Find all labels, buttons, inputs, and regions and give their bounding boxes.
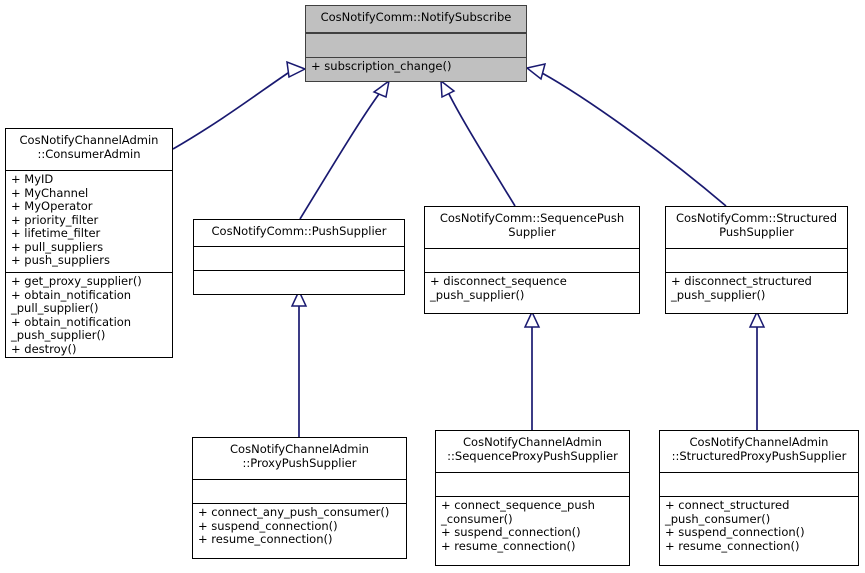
class-name-structured-proxy-push-supplier: CosNotifyChannelAdmin ::StructuredProxyP… xyxy=(671,435,847,463)
class-attributes-structured-proxy-push-supplier xyxy=(660,472,858,496)
class-attributes-sequence-proxy-push-supplier xyxy=(436,472,629,496)
class-operations-push-supplier xyxy=(194,270,404,294)
class-name-push-supplier: CosNotifyComm::PushSupplier xyxy=(211,224,387,238)
class-box-structured-proxy-push-supplier[interactable]: CosNotifyChannelAdmin ::StructuredProxyP… xyxy=(659,430,859,566)
class-attributes-notify-subscribe xyxy=(306,33,526,57)
edge-sequence-push-supplier-to-notify-subscribe xyxy=(440,79,516,207)
class-name-structured-push-supplier: CosNotifyComm::Structured PushSupplier xyxy=(675,211,838,239)
class-name-sequence-push-supplier: CosNotifyComm::SequencePush Supplier xyxy=(439,211,625,239)
class-attributes-sequence-push-supplier xyxy=(425,248,639,272)
class-operations-consumer-admin: + get_proxy_supplier() + obtain_notifica… xyxy=(6,272,172,357)
class-attributes-proxy-push-supplier xyxy=(193,479,406,503)
edge-push-supplier-to-notify-subscribe xyxy=(299,79,391,220)
edge-sequence-proxy-to-sequence-push-supplier xyxy=(523,310,541,430)
class-operations-notify-subscribe: + subscription_change() xyxy=(306,57,526,81)
class-attributes-push-supplier xyxy=(194,246,404,270)
edge-proxy-push-supplier-to-push-supplier xyxy=(290,289,308,437)
class-name-proxy-push-supplier: CosNotifyChannelAdmin ::ProxyPushSupplie… xyxy=(230,442,369,470)
class-operations-structured-proxy-push-supplier: + connect_structured _push_consumer() + … xyxy=(660,496,858,565)
class-box-consumer-admin[interactable]: CosNotifyChannelAdmin ::ConsumerAdmin + … xyxy=(5,128,173,358)
class-box-proxy-push-supplier[interactable]: CosNotifyChannelAdmin ::ProxyPushSupplie… xyxy=(192,437,407,559)
class-box-sequence-push-supplier[interactable]: CosNotifyComm::SequencePush Supplier + d… xyxy=(424,206,640,314)
class-box-push-supplier[interactable]: CosNotifyComm::PushSupplier xyxy=(193,219,405,295)
class-box-notify-subscribe[interactable]: CosNotifyComm::NotifySubscribe + subscri… xyxy=(305,5,527,82)
class-attributes-structured-push-supplier xyxy=(666,248,847,272)
class-operations-sequence-push-supplier: + disconnect_sequence _push_supplier() xyxy=(425,272,639,313)
edge-structured-push-supplier-to-notify-subscribe xyxy=(525,62,727,207)
class-name-consumer-admin: CosNotifyChannelAdmin ::ConsumerAdmin xyxy=(19,133,159,161)
class-attributes-consumer-admin: + MyID + MyChannel + MyOperator + priori… xyxy=(6,170,172,272)
class-box-sequence-proxy-push-supplier[interactable]: CosNotifyChannelAdmin ::SequenceProxyPus… xyxy=(435,430,630,566)
class-operations-sequence-proxy-push-supplier: + connect_sequence_push _consumer() + su… xyxy=(436,496,629,565)
edge-consumer-admin-to-notify-subscribe xyxy=(172,60,307,150)
class-name-sequence-proxy-push-supplier: CosNotifyChannelAdmin ::SequenceProxyPus… xyxy=(447,435,618,463)
edge-structured-proxy-to-structured-push-supplier xyxy=(748,310,766,430)
class-operations-proxy-push-supplier: + connect_any_push_consumer() + suspend_… xyxy=(193,503,406,558)
class-operations-structured-push-supplier: + disconnect_structured _push_supplier() xyxy=(666,272,847,313)
class-box-structured-push-supplier[interactable]: CosNotifyComm::Structured PushSupplier +… xyxy=(665,206,848,314)
class-name-notify-subscribe: CosNotifyComm::NotifySubscribe xyxy=(306,6,526,33)
